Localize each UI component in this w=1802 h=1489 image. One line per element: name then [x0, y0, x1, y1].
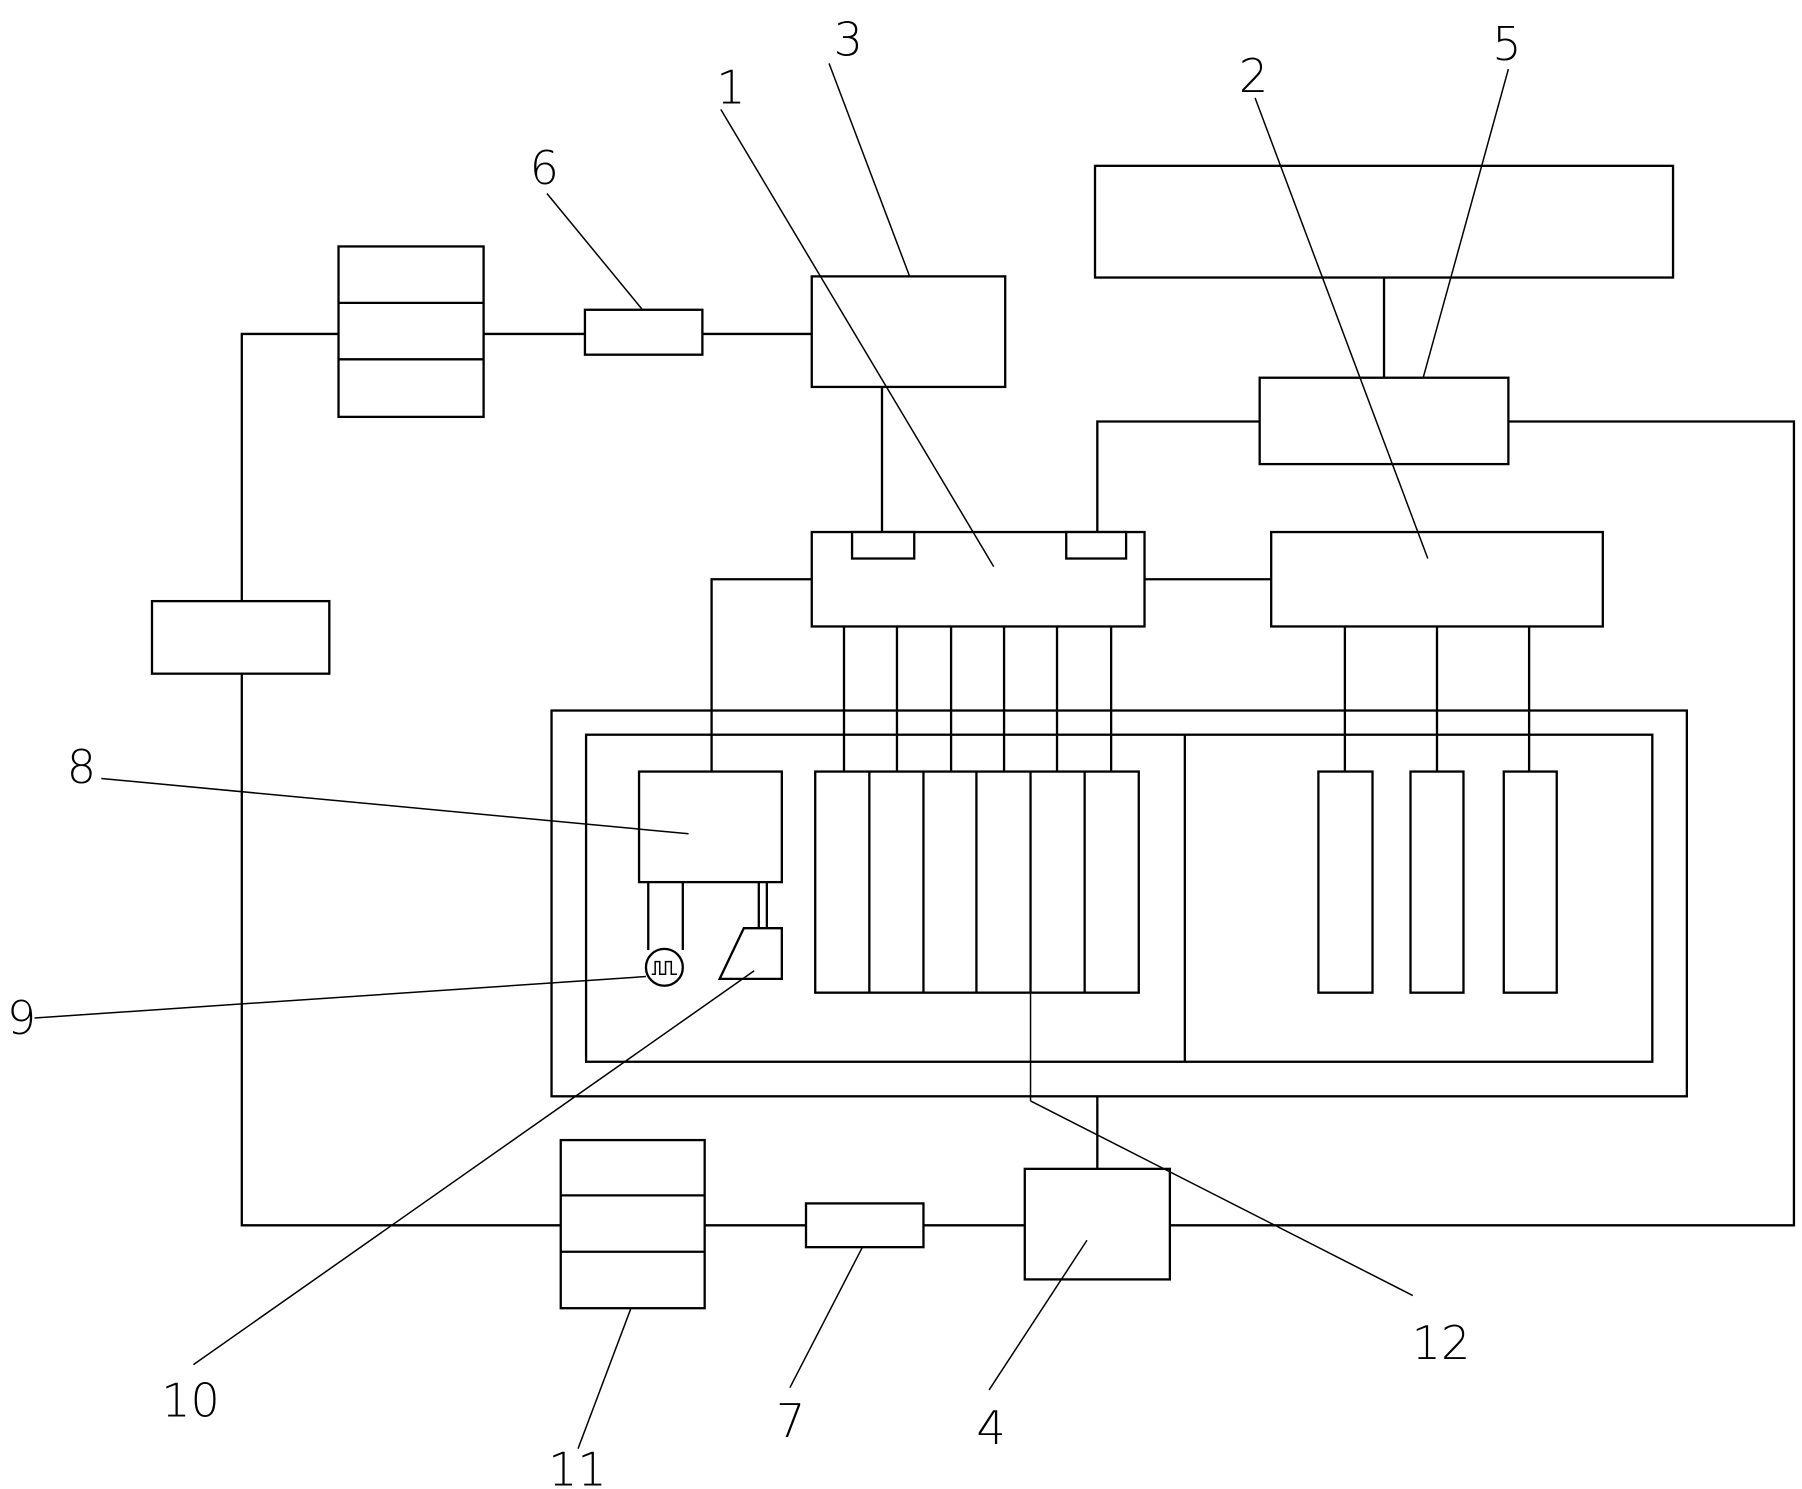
reference-label-2: 2: [1239, 49, 1268, 103]
reference-label-8: 8: [67, 740, 96, 794]
left-mid-unit: [150, 599, 331, 675]
sensor-9: [644, 947, 684, 987]
reference-label-11: 11: [548, 1443, 607, 1489]
wire-1-to-8: [710, 578, 812, 772]
reference-label-5: 5: [1492, 17, 1521, 71]
reference-label-7: 7: [776, 1394, 805, 1448]
reference-label-10: 10: [161, 1373, 220, 1427]
wire-5-to-1: [1096, 420, 1260, 533]
lower-stacked-unit-11: [559, 1138, 706, 1310]
upper-unit-3: [810, 275, 1007, 389]
right-cell: [1317, 770, 1374, 994]
reference-label-4: 4: [976, 1401, 1005, 1455]
reference-label-3: 3: [834, 12, 863, 66]
lower-inline-element-7: [804, 1202, 925, 1249]
top-right-wide-unit: [1093, 164, 1675, 279]
nozzle-10: [717, 927, 783, 980]
inner-enclosure: [584, 733, 1654, 1063]
wires-1-to-cells: [842, 626, 1113, 772]
reference-label-12: 12: [1412, 1316, 1471, 1370]
right-cell: [1502, 770, 1558, 994]
controller-1-port-left: [850, 530, 916, 560]
housing-block-8: [637, 770, 783, 884]
reference-label-6: 6: [530, 141, 559, 195]
wire-left-loop: [240, 332, 561, 1227]
lower-unit-4: [1023, 1167, 1172, 1281]
top-right-unit-5: [1258, 376, 1510, 466]
upper-inline-element-6: [583, 308, 704, 356]
secondary-controller-2: [1270, 530, 1604, 628]
right-cell: [1409, 770, 1465, 994]
outer-enclosure: [550, 709, 1689, 1098]
reference-label-1: 1: [716, 61, 745, 115]
wires-2-to-right-cells: [1343, 626, 1531, 772]
reference-label-9: 9: [7, 991, 36, 1045]
cell-array-12: [814, 770, 1140, 994]
pulse-icon: [651, 960, 678, 975]
leader-lines: [34, 63, 1510, 1449]
upper-stacked-unit: [337, 245, 485, 419]
controller-1-port-right: [1065, 530, 1128, 560]
wire-4-to-5: [1169, 420, 1796, 1227]
